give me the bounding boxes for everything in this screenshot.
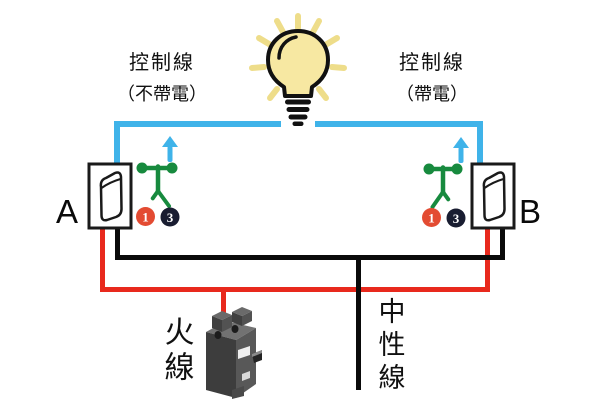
live-wire-to-breaker: [221, 287, 226, 318]
terminal-3-badge: [446, 208, 466, 228]
rocker-switch-a: [87, 162, 133, 230]
current-direction-arrow-icon: [162, 136, 178, 162]
control-wire-left-label: 控制線 （不帶電）: [103, 50, 221, 106]
control-wire-right-label-line2: （帶電）: [396, 84, 468, 104]
terminal-1-number: 1: [428, 211, 435, 226]
neutral-wire-from-switch-b: [500, 226, 505, 260]
terminal-1-badge: [136, 207, 155, 226]
contact-to-terminal-3-closed: [156, 189, 171, 208]
bulb-rays: [249, 13, 347, 101]
contact-to-terminal-1-open: [146, 189, 160, 207]
neutral-wire-horizontal: [115, 255, 505, 260]
control-wire-left-label-line2: （不帶電）: [117, 84, 207, 104]
live-wire-label: 火線: [159, 316, 193, 386]
bulb-screw-base: [285, 99, 311, 126]
terminal-1-number: 1: [142, 210, 149, 225]
control-wire-left-label-line1: 控制線: [129, 52, 195, 74]
terminal-3-number: 3: [453, 211, 460, 226]
contact-to-terminal-1-closed: [430, 190, 445, 209]
terminal-1-badge: [422, 208, 441, 227]
neutral-wire-drop: [356, 255, 361, 390]
control-wire-top-left: [114, 121, 281, 127]
terminal-3-badge: [160, 207, 180, 227]
switch-a-state-symbol: 1 3: [136, 136, 180, 227]
current-direction-arrow-icon: [453, 137, 469, 163]
switch-a-label: A: [56, 193, 79, 230]
live-wire-from-switch-a: [100, 226, 105, 292]
neutral-wire-from-switch-a: [115, 226, 120, 260]
terminal-3-number: 3: [167, 210, 174, 225]
switch-b-label: B: [519, 193, 542, 230]
control-wire-right-label: 控制線 （帶電）: [376, 50, 488, 106]
live-wire-horizontal: [100, 287, 490, 292]
light-bulb-icon: [249, 13, 347, 126]
control-wire-top-right: [315, 121, 483, 127]
contact-to-terminal-3-open: [441, 190, 455, 208]
switch-b-state-symbol: 1 3: [422, 137, 469, 228]
control-wire-drop-a: [114, 121, 120, 168]
bulb-highlight: [277, 35, 298, 60]
control-wire-right-label-line1: 控制線: [399, 52, 465, 74]
rocker-switch-b: [470, 162, 516, 230]
circuit-breaker-icon: [206, 307, 262, 399]
neutral-wire-label: 中性線: [374, 297, 405, 396]
control-wire-drop-b: [477, 121, 483, 168]
